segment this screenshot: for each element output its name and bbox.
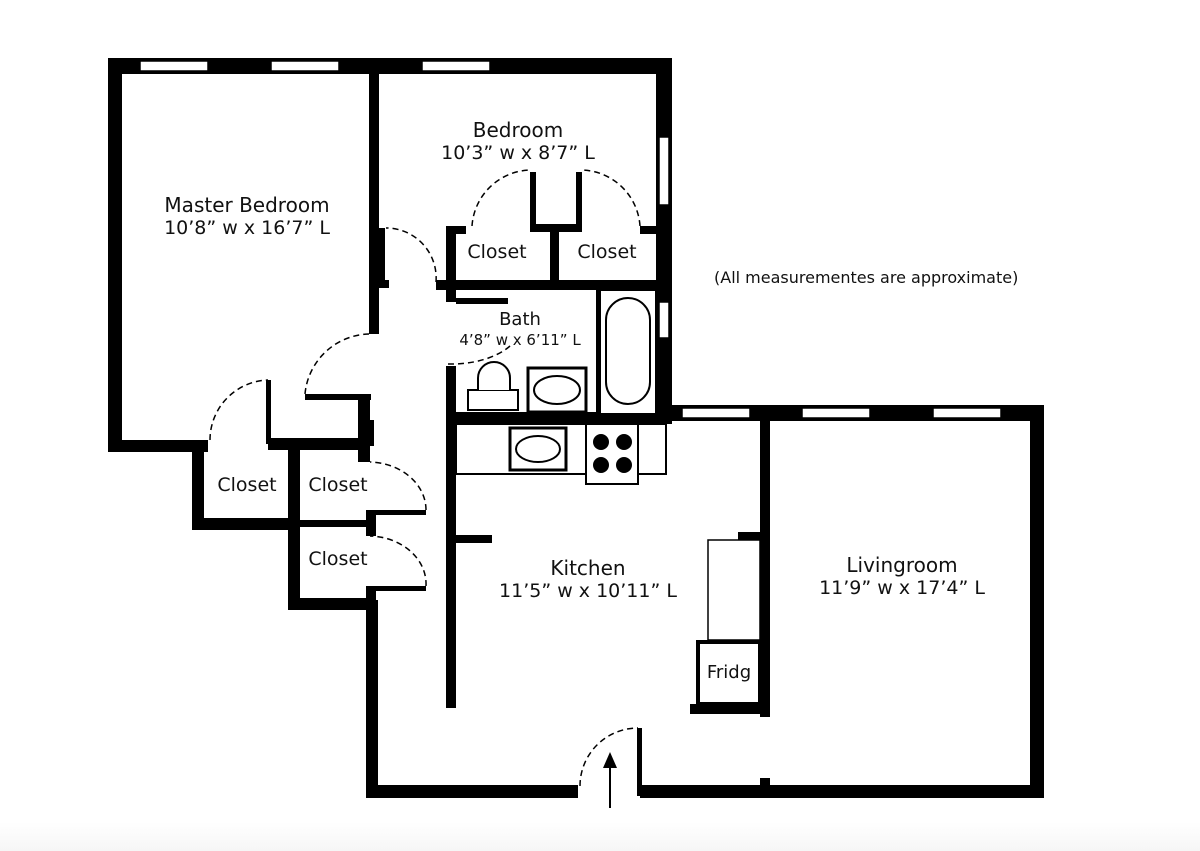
window: [658, 301, 670, 339]
door-swing: [304, 333, 370, 395]
wall: [1030, 405, 1044, 798]
wall: [436, 280, 662, 290]
fridge: [696, 640, 762, 706]
wall: [305, 394, 371, 400]
room-name: Bath: [499, 309, 541, 330]
wall: [366, 586, 426, 591]
wall: [760, 415, 770, 717]
door-swing: [579, 727, 639, 787]
closet-label: Closet: [467, 241, 527, 263]
door-swing: [385, 227, 437, 283]
wall: [640, 226, 664, 234]
closet-label: Closet: [308, 548, 368, 570]
bottom-edge: [0, 822, 1200, 851]
window: [932, 407, 1002, 419]
wall: [379, 280, 389, 288]
wall: [640, 785, 1044, 798]
kitchen-sink-basin: [515, 435, 561, 463]
wall: [108, 440, 208, 452]
wall: [108, 58, 672, 74]
stove-burner: [593, 457, 609, 473]
room-name: Livingroom: [846, 553, 958, 577]
window: [801, 407, 871, 419]
wall: [108, 58, 122, 452]
wall: [596, 290, 600, 414]
wall: [192, 518, 300, 530]
wall: [369, 58, 379, 334]
room-name: Kitchen: [550, 556, 626, 580]
wall: [446, 535, 492, 543]
stove-burner: [616, 434, 632, 450]
room-dimensions: 4’8” w x 6’11” L: [459, 330, 581, 349]
wall: [379, 228, 385, 288]
wall: [366, 588, 376, 610]
wall: [576, 172, 582, 228]
wall: [288, 598, 376, 610]
window: [658, 136, 670, 206]
stove-burner: [616, 457, 632, 473]
wall: [288, 440, 300, 610]
pantry: [707, 539, 761, 641]
wall: [530, 172, 536, 228]
closet-label: Closet: [308, 474, 368, 496]
stove: [585, 423, 639, 485]
door-swing: [447, 345, 511, 365]
room-name: Master Bedroom: [164, 193, 330, 217]
room-bath: Bath 4’8” w x 6’11” L: [459, 309, 580, 349]
room-master-bedroom: Master Bedroom 10’8” w x 16’7” L: [164, 193, 330, 240]
closet-label: Closet: [577, 241, 637, 263]
stove-burner: [593, 434, 609, 450]
room-bedroom: Bedroom 10’3” w x 8’7” L: [441, 118, 595, 165]
wall: [366, 510, 426, 515]
wall: [366, 600, 378, 796]
wall: [656, 58, 672, 418]
wall: [366, 514, 376, 536]
room-dimensions: 11’5” w x 10’11” L: [499, 580, 677, 602]
room-dimensions: 10’3” w x 8’7” L: [441, 142, 595, 164]
wall: [760, 778, 770, 788]
bath-sink-basin: [533, 375, 581, 405]
window: [681, 407, 751, 419]
wall: [300, 520, 370, 527]
room-livingroom: Livingroom 11’9” w x 17’4” L: [819, 553, 985, 600]
closet-label: Closet: [217, 474, 277, 496]
toilet-tank: [467, 389, 519, 411]
door-swing: [471, 169, 531, 227]
wall: [446, 226, 456, 302]
fridge-label: Fridg: [706, 662, 752, 683]
wall: [266, 380, 271, 444]
wall: [192, 440, 204, 530]
window: [270, 60, 340, 72]
room-dimensions: 11’9” w x 17’4” L: [819, 577, 985, 599]
door-swing: [369, 535, 427, 587]
wall: [637, 728, 642, 796]
room-kitchen: Kitchen 11’5” w x 10’11” L: [499, 556, 677, 603]
wall: [690, 704, 770, 714]
wall: [738, 532, 762, 540]
measurement-note: (All measurementes are approximate): [714, 268, 1019, 287]
wall: [550, 224, 559, 284]
room-name: Bedroom: [472, 118, 564, 142]
wall: [366, 785, 578, 798]
door-swing: [581, 169, 641, 227]
window: [421, 60, 491, 72]
entry-arrow-icon: [603, 752, 617, 808]
wall: [456, 298, 508, 304]
wall: [268, 438, 368, 450]
bathtub-basin: [605, 297, 651, 405]
door-swing: [369, 461, 427, 511]
door-swing: [209, 379, 269, 441]
room-dimensions: 10’8” w x 16’7” L: [164, 217, 330, 239]
toilet-bowl: [477, 361, 511, 390]
window: [139, 60, 209, 72]
wall: [358, 420, 374, 446]
